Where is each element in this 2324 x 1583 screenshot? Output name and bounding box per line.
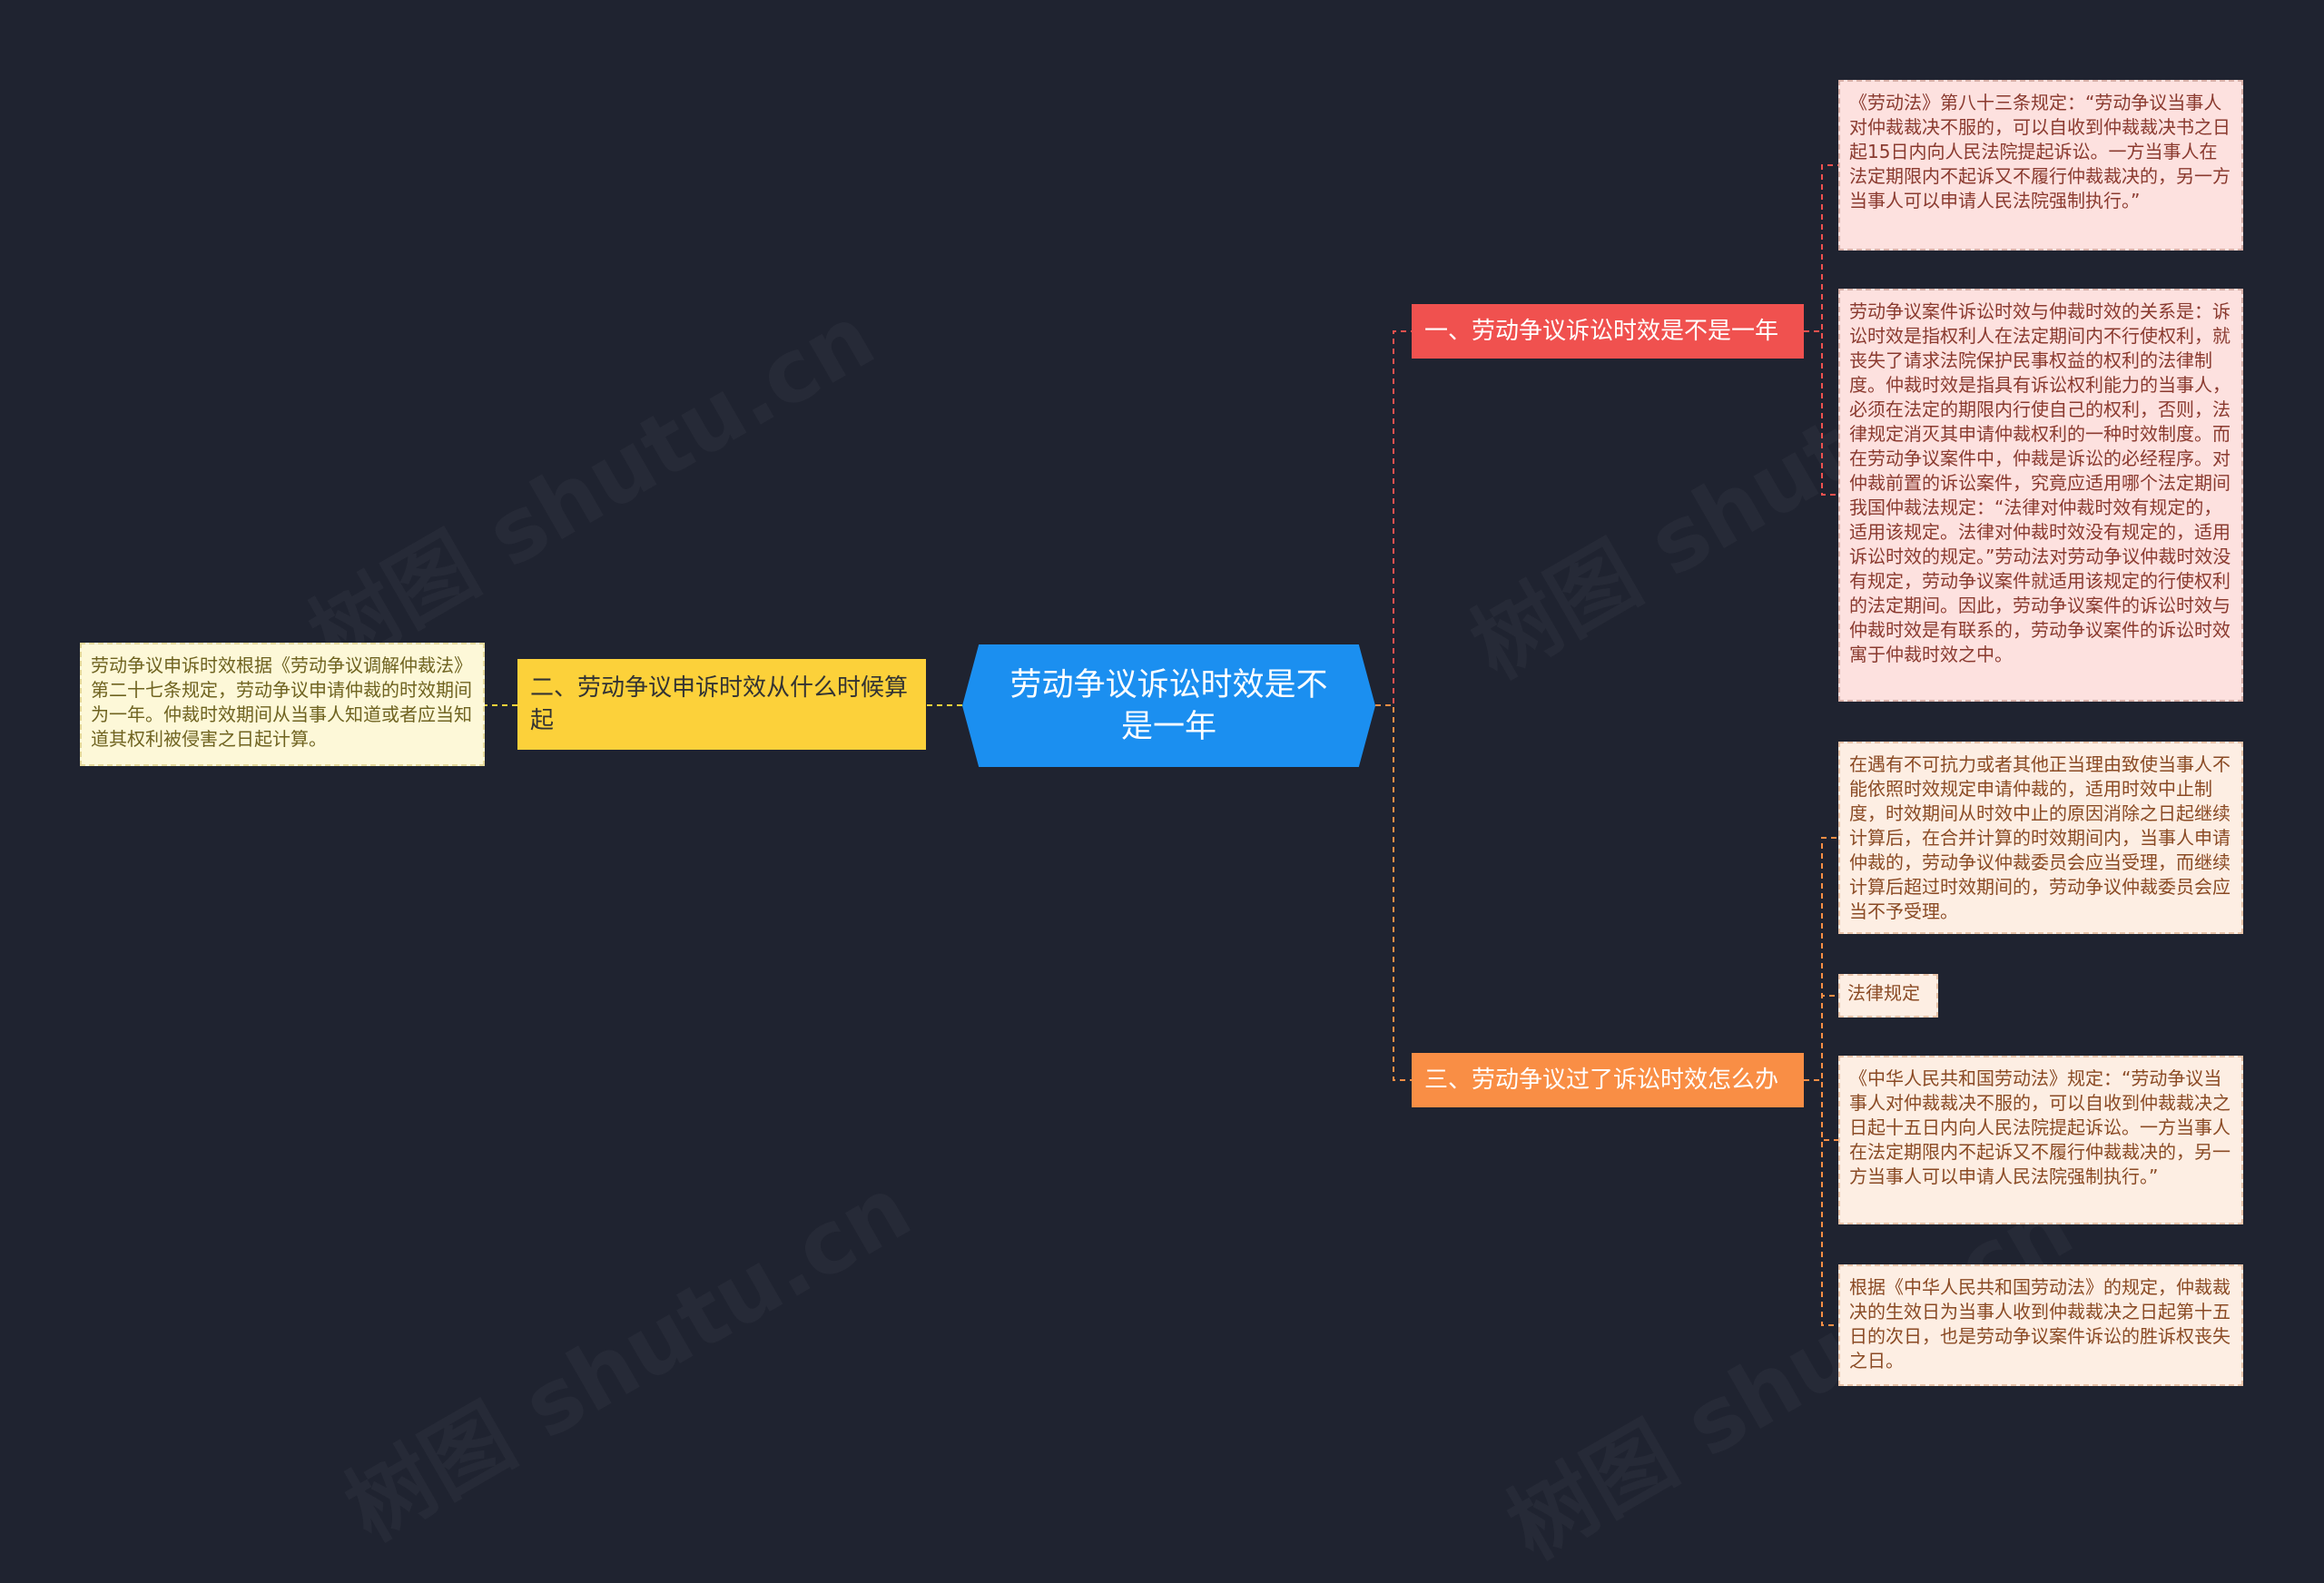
root-topic[interactable]: 劳动争议诉讼时效是不是一年 xyxy=(962,644,1375,767)
branch-topic-1[interactable]: 一、劳动争议诉讼时效是不是一年 xyxy=(1412,304,1804,359)
leaf-topic[interactable]: 劳动争议申诉时效根据《劳动争议调解仲裁法》第二十七条规定，劳动争议申请仲裁的时效… xyxy=(80,643,485,766)
leaf-topic[interactable]: 《劳动法》第八十三条规定：“劳动争议当事人对仲裁裁决不服的，可以自收到仲裁裁决书… xyxy=(1838,80,2243,251)
leaf-topic[interactable]: 在遇有不可抗力或者其他正当理由致使当事人不能依照时效规定申请仲裁的，适用时效中止… xyxy=(1838,742,2243,934)
connector-lines xyxy=(485,164,1838,1326)
leaf-topic[interactable]: 劳动争议案件诉讼时效与仲裁时效的关系是：诉讼时效是指权利人在法定期间内不行使权利… xyxy=(1838,289,2243,702)
branch-topic-2[interactable]: 二、劳动争议申诉时效从什么时候算起 xyxy=(517,659,926,750)
leaf-topic[interactable]: 《中华人民共和国劳动法》规定：“劳动争议当事人对仲裁裁决不服的，可以自收到仲裁裁… xyxy=(1838,1056,2243,1224)
mindmap-canvas: 树图 shutu.cn 树图 shutu.cn 树图 shutu.cn 树图 s… xyxy=(80,80,2243,1386)
leaf-topic[interactable]: 根据《中华人民共和国劳动法》的规定，仲裁裁决的生效日为当事人收到仲裁裁决之日起第… xyxy=(1838,1264,2243,1386)
leaf-topic[interactable]: 法律规定 xyxy=(1838,974,1938,1018)
branch-topic-3[interactable]: 三、劳动争议过了诉讼时效怎么办 xyxy=(1412,1053,1804,1107)
